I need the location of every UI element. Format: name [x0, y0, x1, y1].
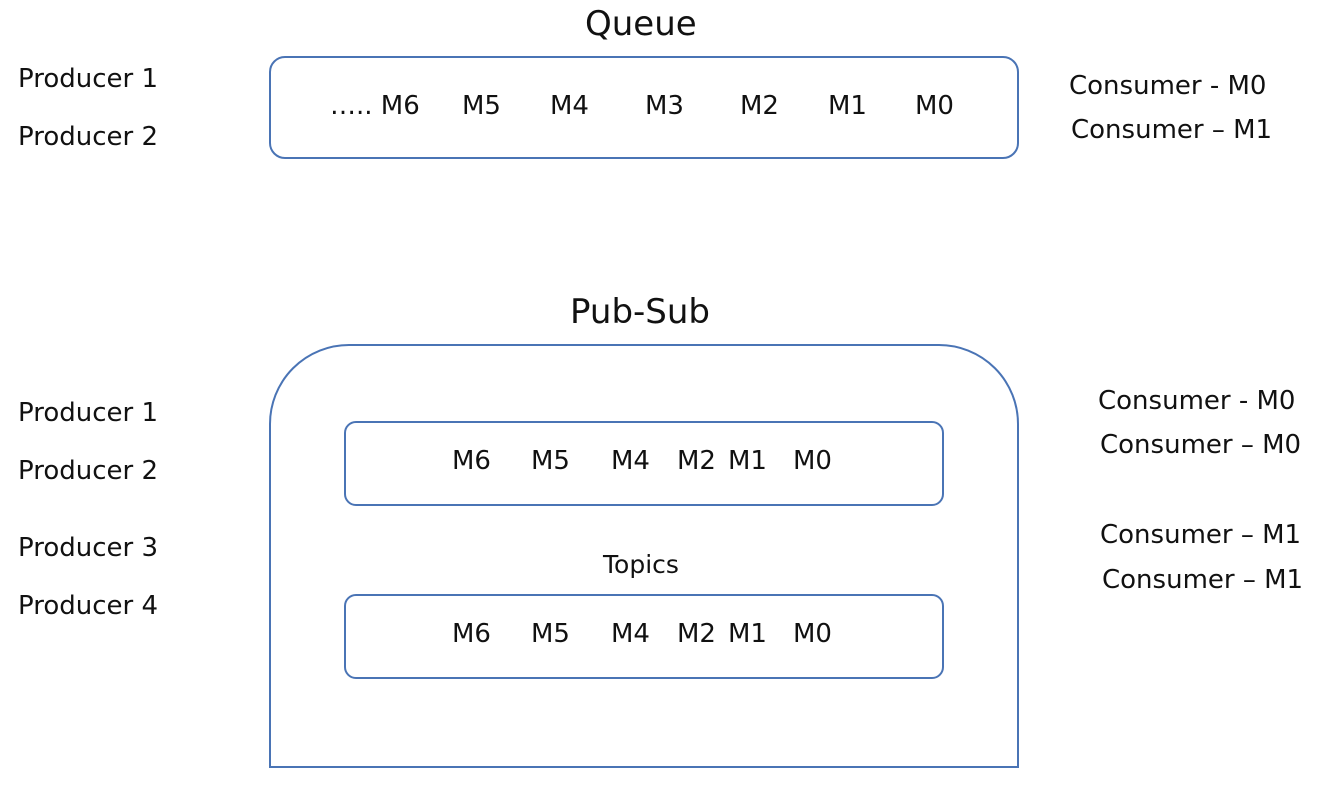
pubsub-producer-4: Producer 4	[18, 591, 159, 621]
topics-label: Topics	[603, 550, 679, 579]
queue-box	[269, 56, 1019, 159]
queue-producer-2: Producer 2	[18, 122, 159, 152]
topic-2-message-m1: M1	[728, 619, 767, 649]
pubsub-producer-3: Producer 3	[18, 533, 159, 563]
pubsub-title: Pub-Sub	[570, 292, 711, 332]
topic-1-message-m6: M6	[452, 446, 491, 476]
pubsub-producer-2: Producer 2	[18, 456, 159, 486]
topic-2-message-m4: M4	[611, 619, 650, 649]
pubsub-consumer-1: Consumer - M0	[1098, 386, 1296, 416]
pubsub-consumer-2: Consumer – M0	[1100, 430, 1302, 460]
queue-title: Queue	[585, 4, 697, 44]
queue-message-m0: M0	[915, 91, 954, 121]
queue-message-m1: M1	[828, 91, 867, 121]
topic-2-message-m5: M5	[531, 619, 570, 649]
topic-2-message-m2: M2	[677, 619, 716, 649]
queue-message-m3: M3	[645, 91, 684, 121]
queue-consumer-2: Consumer – M1	[1071, 115, 1273, 145]
pubsub-consumer-4: Consumer – M1	[1102, 565, 1304, 595]
queue-producer-1: Producer 1	[18, 64, 159, 94]
topic-box-2	[344, 594, 944, 679]
queue-message-m2: M2	[740, 91, 779, 121]
topic-box-1	[344, 421, 944, 506]
topic-1-message-m1: M1	[728, 446, 767, 476]
topic-1-message-m4: M4	[611, 446, 650, 476]
topic-1-message-m0: M0	[793, 446, 832, 476]
queue-message-m5: M5	[462, 91, 501, 121]
topic-2-message-m6: M6	[452, 619, 491, 649]
topic-2-message-m0: M0	[793, 619, 832, 649]
queue-consumer-1: Consumer - M0	[1069, 71, 1267, 101]
queue-message-m6: ….. M6	[330, 91, 420, 121]
pubsub-broker-box	[269, 344, 1019, 768]
pubsub-consumer-3: Consumer – M1	[1100, 520, 1302, 550]
queue-message-m4: M4	[550, 91, 589, 121]
topic-1-message-m2: M2	[677, 446, 716, 476]
topic-1-message-m5: M5	[531, 446, 570, 476]
pubsub-producer-1: Producer 1	[18, 398, 159, 428]
